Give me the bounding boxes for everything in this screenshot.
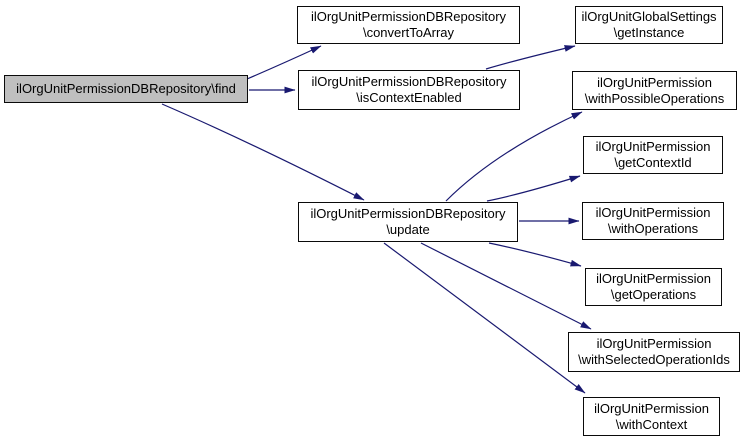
node-label-line: \isContextEnabled [356, 90, 462, 105]
node-withSelectedOperationIds[interactable]: ilOrgUnitPermission\withSelectedOperatio… [568, 332, 740, 372]
node-label-line: ilOrgUnitPermission [597, 74, 712, 90]
node-label-line: \update [386, 222, 430, 237]
node-label-line: \withSelectedOperationIds [578, 352, 730, 367]
edge-update-withPossibleOperations [445, 111, 583, 202]
node-label-line: \getContextId [614, 155, 692, 170]
node-label-line: ilOrgUnitPermissionDBRepository [310, 206, 506, 221]
node-getInstance[interactable]: ilOrgUnitGlobalSettings\getInstance [575, 6, 723, 44]
node-label-line: ilOrgUnitPermissionDBRepository\find [16, 81, 236, 96]
node-find[interactable]: ilOrgUnitPermissionDBRepository\find [4, 75, 248, 103]
node-update[interactable]: ilOrgUnitPermissionDBRepository\update [298, 202, 518, 242]
node-convertToArray[interactable]: ilOrgUnitPermissionDBRepository\convertT… [297, 6, 520, 44]
node-label-line: \withOperations [607, 221, 699, 236]
edge-find-update [161, 103, 365, 201]
node-label-line: ilOrgUnitPermission [595, 205, 711, 220]
node-label-line: \convertToArray [362, 25, 455, 40]
node-label-line: \getOperations [610, 287, 697, 302]
edge-update-withContext [383, 242, 586, 394]
node-label-line: \withPossibleOperations [584, 90, 725, 106]
node-label-line: ilOrgUnitGlobalSettings [581, 9, 717, 24]
edge-update-getContextId [486, 175, 581, 202]
node-label-line: \getInstance [613, 25, 685, 40]
node-label-line: ilOrgUnitPermissionDBRepository [310, 9, 507, 24]
node-withPossibleOperations[interactable]: ilOrgUnitPermission\withPossibleOperatio… [572, 71, 737, 110]
node-label-line: \withContext [615, 416, 688, 432]
edge-isContextEnabled-getInstance [485, 45, 576, 70]
edge-find-convertToArray [246, 45, 322, 80]
node-withContext[interactable]: ilOrgUnitPermission\withContext [583, 397, 720, 436]
edge-update-getOperations [488, 242, 582, 267]
node-label-line: ilOrgUnitPermissionDBRepository [311, 74, 507, 89]
node-getOperations[interactable]: ilOrgUnitPermission\getOperations [585, 268, 722, 306]
node-label-line: ilOrgUnitPermission [595, 139, 711, 154]
node-label-line: ilOrgUnitPermission [596, 271, 711, 286]
node-label-line: ilOrgUnitPermission [596, 336, 712, 351]
node-isContextEnabled[interactable]: ilOrgUnitPermissionDBRepository\isContex… [298, 70, 520, 110]
edge-update-withSelectedOperationIds [420, 242, 592, 330]
node-withOperations[interactable]: ilOrgUnitPermission\withOperations [582, 202, 724, 240]
node-label-line: ilOrgUnitPermission [594, 400, 709, 416]
node-getContextId[interactable]: ilOrgUnitPermission\getContextId [583, 136, 723, 174]
